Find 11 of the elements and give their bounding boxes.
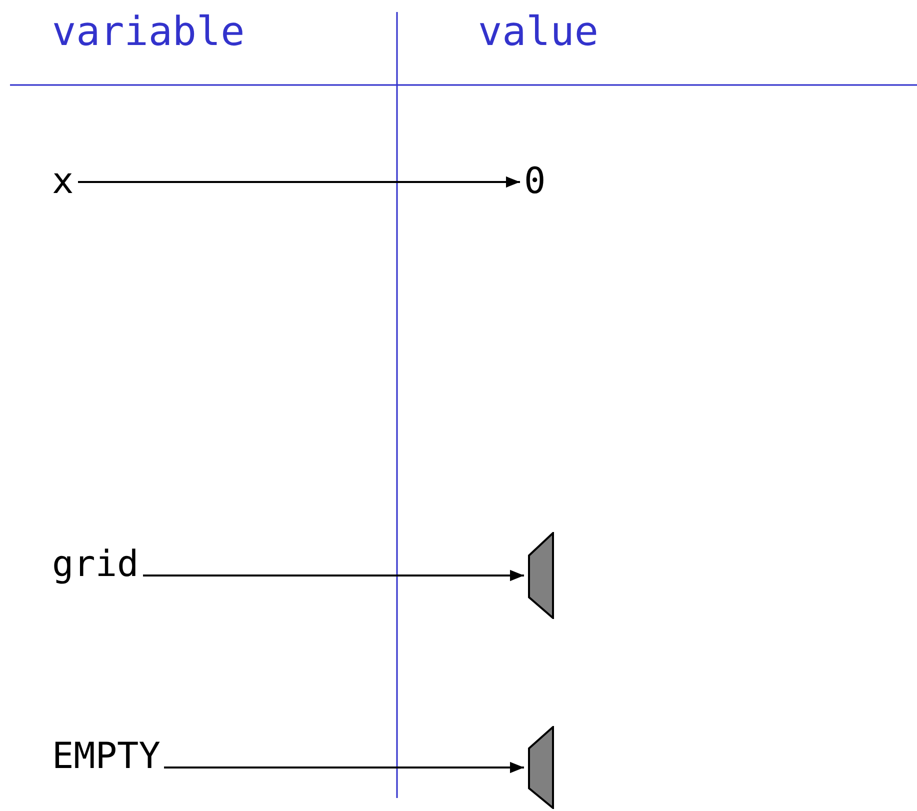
trapezoid-shape <box>528 726 554 809</box>
trapezoid-shape <box>528 532 554 619</box>
column-header: value <box>478 12 598 52</box>
arrow <box>78 176 520 188</box>
arrow <box>164 762 524 774</box>
variable-name: grid <box>52 545 139 585</box>
variable-name: x <box>52 162 74 202</box>
arrow <box>143 570 524 582</box>
variable-name: EMPTY <box>52 737 160 777</box>
column-header: variable <box>52 12 245 52</box>
value-text: 0 <box>524 162 546 202</box>
